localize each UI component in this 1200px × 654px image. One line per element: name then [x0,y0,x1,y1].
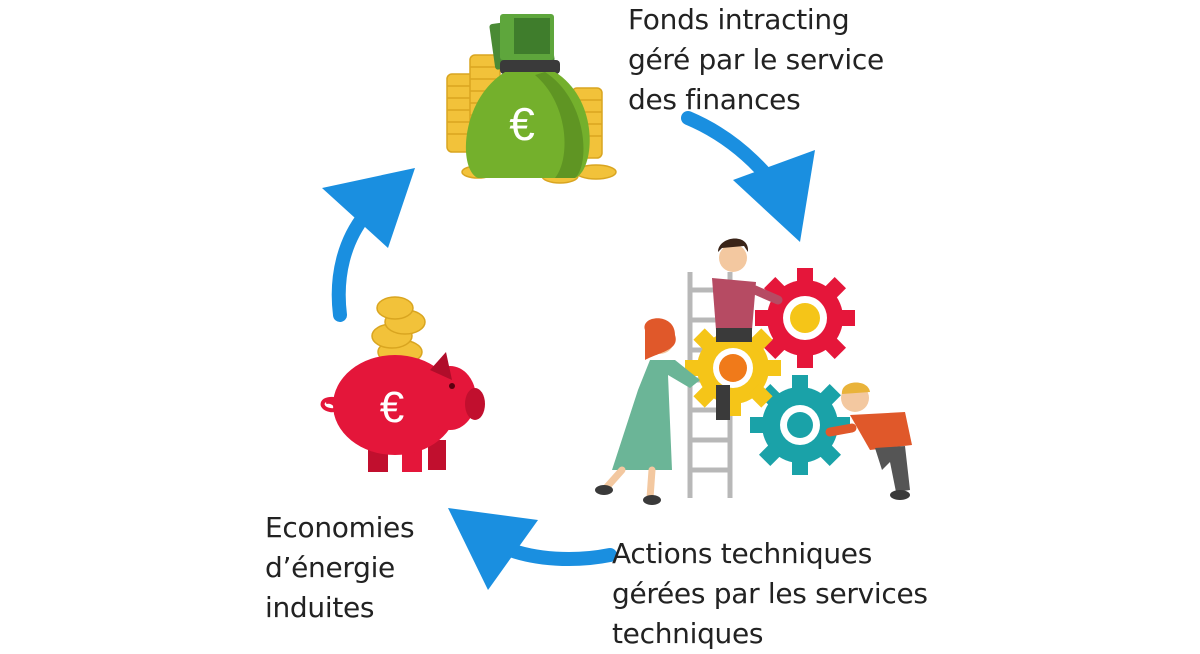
funds-label-line-3: des finances [628,83,801,116]
actions-label-line-1: Actions techniques [612,537,872,570]
piggy-bank-icon: € [320,296,485,472]
funds-label: Fonds intracting géré par le service des… [628,0,884,120]
gears-team-icon [595,238,912,505]
energy-savings-cycle-diagram: € € [265,0,928,650]
cycle-arrow-bottom [448,508,617,590]
piggy-bank-euro-symbol: € [380,383,404,432]
money-bag-icon: € [446,14,617,184]
cycle-illustration: € € [320,14,912,590]
cycle-arrow-top-right [681,111,815,242]
cycle-arrow-left [322,168,415,322]
money-bag-euro-symbol: € [509,98,535,150]
funds-label-line-1: Fonds intracting [628,3,850,36]
actions-label: Actions techniques gérées par les servic… [612,534,928,654]
actions-label-line-3: techniques [612,617,764,650]
savings-label-line-2: d’énergie [265,551,395,584]
savings-label: Economies d’énergie induites [265,508,415,628]
savings-label-line-1: Economies [265,511,415,544]
funds-label-line-2: géré par le service [628,43,884,76]
actions-label-line-2: gérées par les services [612,577,928,610]
savings-label-line-3: induites [265,591,375,624]
